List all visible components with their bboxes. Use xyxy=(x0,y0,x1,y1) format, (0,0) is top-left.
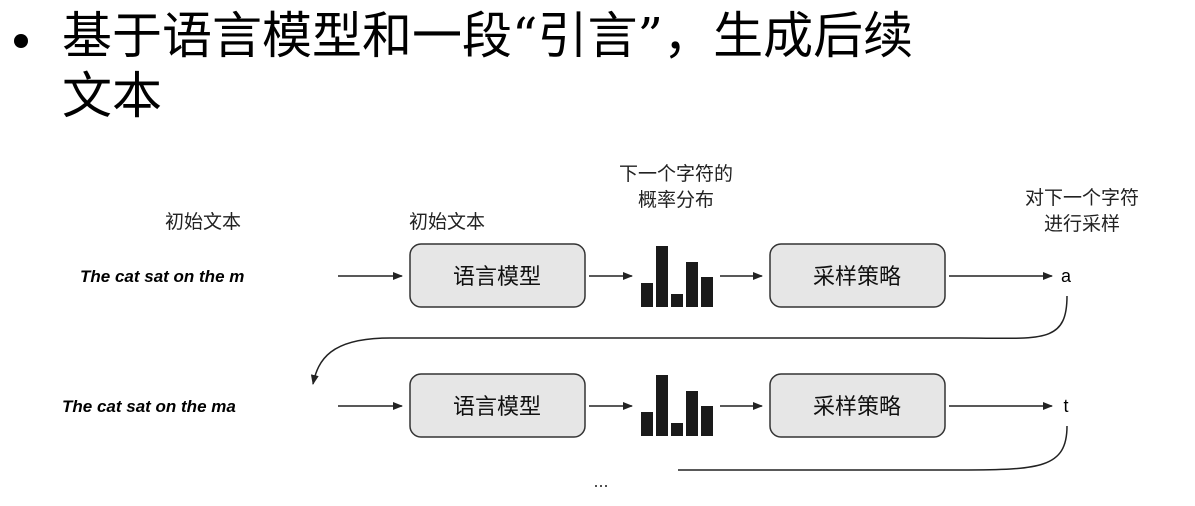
row2-probability-bars-icon xyxy=(641,375,713,436)
row1-model-box xyxy=(409,243,586,308)
bullet-line-1: 基于语言模型和一段“引言”，生成后续 xyxy=(62,7,914,65)
row1-strategy-box xyxy=(769,243,946,308)
label-sample-line-2: 进行采样 xyxy=(1044,213,1120,235)
label-initial-text-mid: 初始文本 xyxy=(409,211,485,233)
row2-strategy-label: 采样策略 xyxy=(813,395,901,420)
label-prob-line-2: 概率分布 xyxy=(638,189,714,211)
feedback-line-2 xyxy=(678,425,1068,471)
ellipsis: ... xyxy=(593,471,608,491)
row2-model-label: 语言模型 xyxy=(453,395,541,420)
row-1: The cat sat on the m 语言模型 采样策略 a xyxy=(80,243,1072,308)
bullet-line-2: 文本 xyxy=(62,67,162,125)
row1-strategy-label: 采样策略 xyxy=(813,265,901,290)
row1-model-label: 语言模型 xyxy=(453,265,541,290)
row1-output-char: a xyxy=(1061,266,1072,286)
bullet-text: 基于语言模型和一段“引言”，生成后续 文本 xyxy=(62,6,1172,126)
row2-strategy-box xyxy=(769,373,946,438)
label-sample-line-1: 对下一个字符 xyxy=(1025,187,1139,209)
row2-model-box xyxy=(409,373,586,438)
row1-probability-bars-icon xyxy=(641,246,713,307)
feedback-arrow-1 xyxy=(310,295,1068,385)
label-prob-line-1: 下一个字符的 xyxy=(619,163,733,185)
row1-input-text: The cat sat on the m xyxy=(80,267,244,286)
row2-output-char: t xyxy=(1063,396,1068,416)
label-initial-text-left: 初始文本 xyxy=(165,211,241,233)
row2-input-text: The cat sat on the ma xyxy=(62,397,236,416)
row-2: The cat sat on the ma 语言模型 采样策略 t xyxy=(62,373,1069,438)
bullet-dot xyxy=(14,34,28,48)
